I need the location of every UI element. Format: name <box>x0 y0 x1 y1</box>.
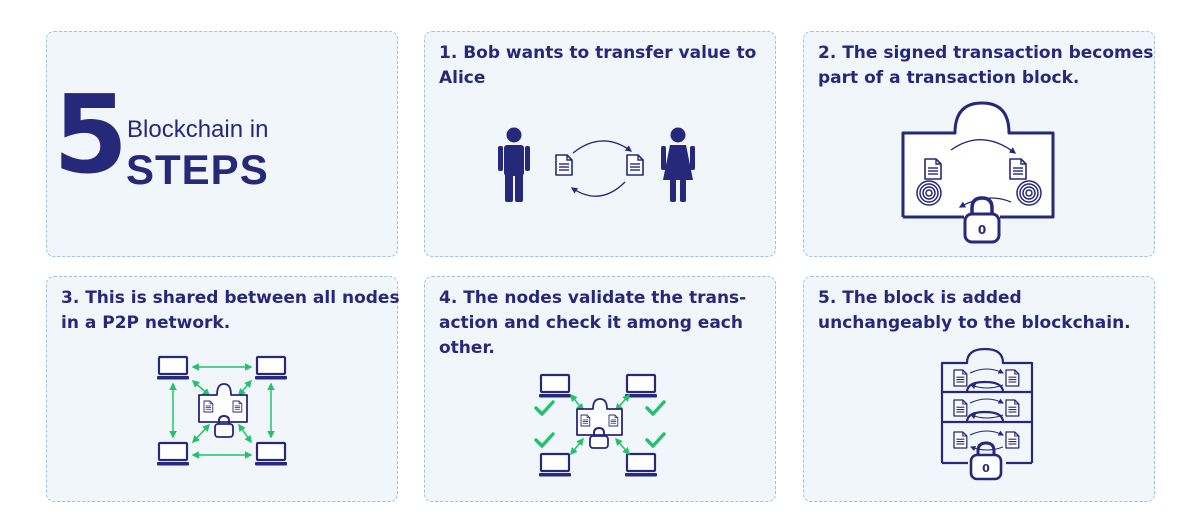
arrow-icon <box>570 181 626 197</box>
transaction-block-icon <box>198 383 248 423</box>
laptop-node-icon <box>253 355 289 381</box>
checkmark-icon <box>534 400 555 416</box>
laptop-node-icon <box>155 441 191 467</box>
lock-icon <box>589 426 609 449</box>
document-icon <box>1005 399 1020 417</box>
blockchain-stack-icon <box>940 347 1034 465</box>
step-card-5: 5. The block is added unchangeably to th… <box>803 276 1155 502</box>
arrow-icon <box>969 368 1004 452</box>
step-5-title: 5. The block is added unchangeably to th… <box>818 288 1131 333</box>
lock-icon: 0 <box>969 441 1003 481</box>
document-icon <box>626 154 644 176</box>
step-4-illustration <box>534 373 666 478</box>
document-icon <box>1009 158 1027 180</box>
fingerprint-icon <box>916 180 942 206</box>
alice-person-icon <box>661 127 695 202</box>
step-card-1: 1. Bob wants to transfer value to Alice <box>424 31 776 257</box>
laptop-node-icon <box>537 373 573 399</box>
network-link-arrows <box>570 393 630 456</box>
arrow-icon <box>572 140 633 154</box>
step-2-title: 2. The signed transaction becomes part o… <box>818 43 1154 88</box>
document-icon <box>555 154 573 176</box>
step-card-3: 3. This is shared between all nodes in a… <box>46 276 400 502</box>
document-icon <box>1005 431 1020 449</box>
lock-icon <box>214 414 234 438</box>
bob-person-icon <box>498 127 530 202</box>
title-card: 5 Blockchain in STEPS <box>46 31 398 257</box>
step-1-illustration <box>498 127 695 202</box>
step-3-illustration <box>155 355 289 467</box>
document-icon <box>924 158 942 180</box>
laptop-node-icon <box>623 373 659 399</box>
checkmark-icon <box>534 432 555 448</box>
document-icon <box>1005 369 1020 387</box>
lock-label: 0 <box>978 223 986 237</box>
lock-icon: 0 <box>963 196 1001 244</box>
arrow-icon <box>950 139 1017 154</box>
step-4-title: 4. The nodes validate the trans- action … <box>439 288 747 358</box>
lock-label: 0 <box>982 462 990 475</box>
laptop-node-icon <box>253 441 289 467</box>
checkmark-icon <box>645 400 666 416</box>
network-link-arrows <box>169 363 275 459</box>
step-card-2: 2. The signed transaction becomes part o… <box>803 31 1155 257</box>
step-card-4: 4. The nodes validate the trans- action … <box>424 276 776 502</box>
transaction-block-icon <box>576 398 623 436</box>
step-5-illustration: 0 <box>940 347 1034 481</box>
document-icon <box>953 369 968 387</box>
document-icon <box>953 431 968 449</box>
laptop-node-icon <box>155 355 191 381</box>
step-3-title: 3. This is shared between all nodes in a… <box>61 288 400 333</box>
step-1-title: 1. Bob wants to transfer value to Alice <box>439 43 757 88</box>
laptop-node-icon <box>623 452 659 478</box>
title-number: 5 <box>53 73 128 198</box>
checkmark-icon <box>645 432 666 448</box>
document-icon <box>953 399 968 417</box>
step-2-illustration: 0 <box>901 101 1055 244</box>
title-main: STEPS <box>126 146 269 193</box>
fingerprint-icon <box>1016 180 1042 206</box>
laptop-node-icon <box>537 452 573 478</box>
title-subtitle: Blockchain in <box>127 116 269 143</box>
